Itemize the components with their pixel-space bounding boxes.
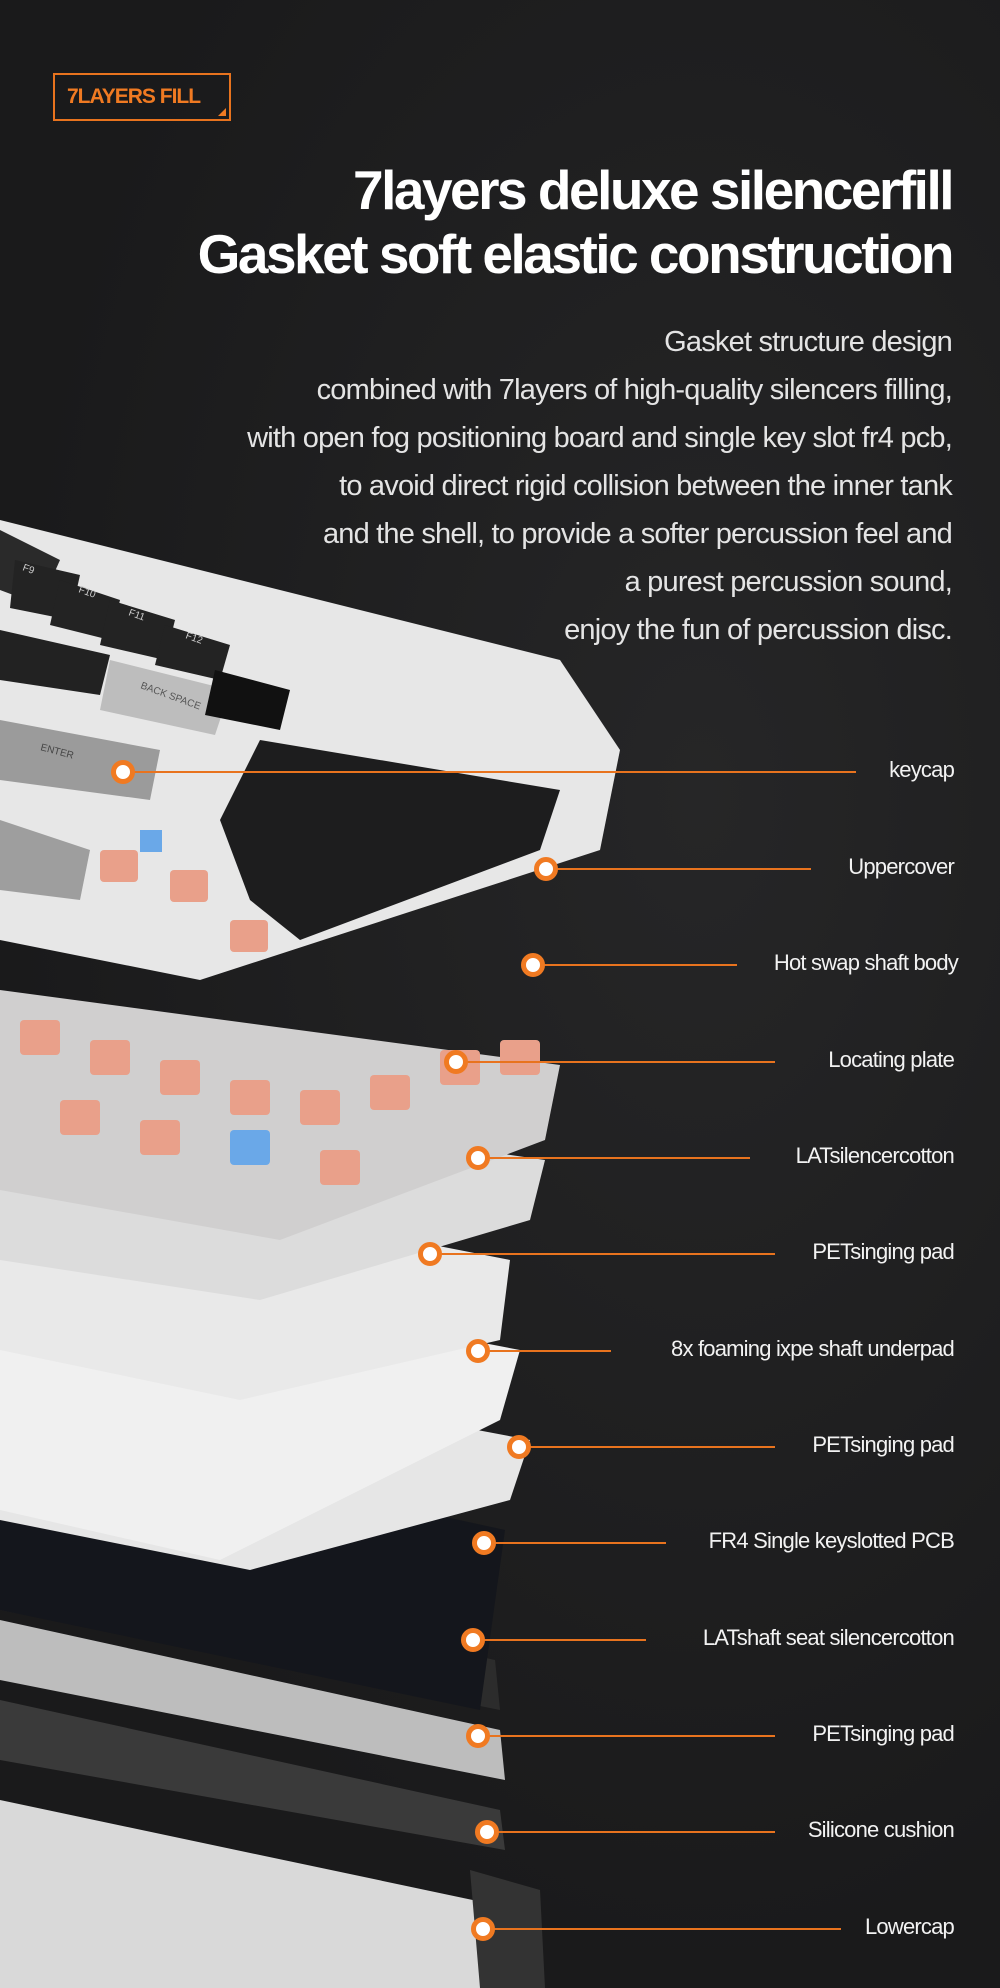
callout-label: Lowercap [865,1914,955,1939]
title-line-1: 7layers deluxe silencerfill [353,159,955,221]
callout-label: Hot swap shaft body [773,950,959,975]
corner-triangle-icon [218,108,226,116]
upper-cover-opening [220,740,560,940]
description-line: enjoy the fun of percussion disc. [564,614,953,646]
description-line: a purest percussion sound, [624,566,953,598]
callout-label: keycap [889,757,955,782]
callout-label: PETsinging pad [812,1721,954,1746]
badge-label: 7LAYERS FILL [67,85,201,108]
marker-dot-icon [534,857,558,881]
callout-label: Silicone cushion [807,1817,955,1842]
layer-pet-pad-3 [0,1620,505,1780]
keycap-legend: F9 [21,562,36,576]
description-line: to avoid direct rigid collision between … [339,470,953,502]
keycap-legend: F11 [127,607,147,623]
marker-dot-icon [418,1242,442,1266]
marker-dot-icon [507,1435,531,1459]
callout-label: FR4 Single keyslotted PCB [708,1528,955,1553]
switches [20,1020,540,1185]
callout-label: LATsilencercotton [795,1143,955,1168]
exploded-keyboard-illustration: F9 F10 F11 F12 BACK SPACE ENTER [0,520,620,1988]
section-badge: 7LAYERS FILL [53,73,231,121]
title-line-2: Gasket soft elastic construction [197,223,955,285]
layer-silicone-cushion [0,1700,505,1850]
marker-dot-icon [111,760,135,784]
marker-dot-icon [466,1724,490,1748]
callout-label: PETsinging pad [812,1432,954,1457]
marker-dot-icon [475,1820,499,1844]
description: Gasket structure design combined with 7l… [247,318,953,654]
marker-dot-icon [461,1628,485,1652]
layer-lower-cap [0,1800,540,1988]
callout-label: 8x foaming ixpe shaft underpad [671,1336,955,1361]
layer-locating-plate [0,990,560,1240]
description-line: Gasket structure design [664,326,953,358]
marker-dot-icon [466,1339,490,1363]
description-line: combined with 7layers of high-quality si… [316,374,953,406]
callout-label: PETsinging pad [812,1239,954,1264]
marker-dot-icon [466,1146,490,1170]
page-title: 7layers deluxe silencerfill Gasket soft … [197,158,955,286]
marker-dot-icon [444,1050,468,1074]
upper-switches [100,830,268,952]
description-line: with open fog positioning board and sing… [247,422,953,454]
marker-dot-icon [521,953,545,977]
description-line: and the shell, to provide a softer percu… [322,518,953,550]
callout-label: Locating plate [828,1047,955,1072]
callout-label: Uppercover [848,854,955,879]
callout-label: LATshaft seat silencercotton [702,1625,955,1650]
marker-dot-icon [472,1531,496,1555]
marker-dot-icon [471,1917,495,1941]
